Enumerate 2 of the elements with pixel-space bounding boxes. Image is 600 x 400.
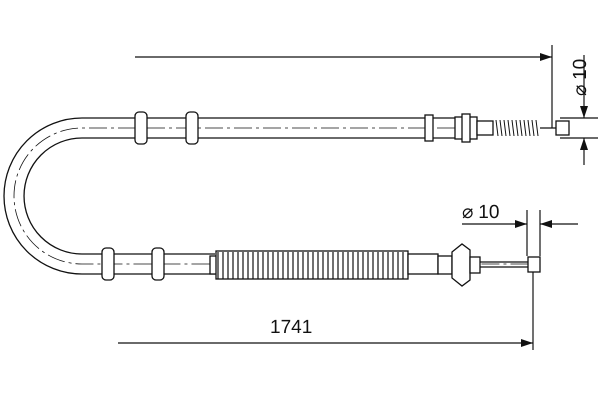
dimension-value: 1741 xyxy=(270,318,312,337)
dimension-value: ⌀ 10 xyxy=(462,203,500,222)
